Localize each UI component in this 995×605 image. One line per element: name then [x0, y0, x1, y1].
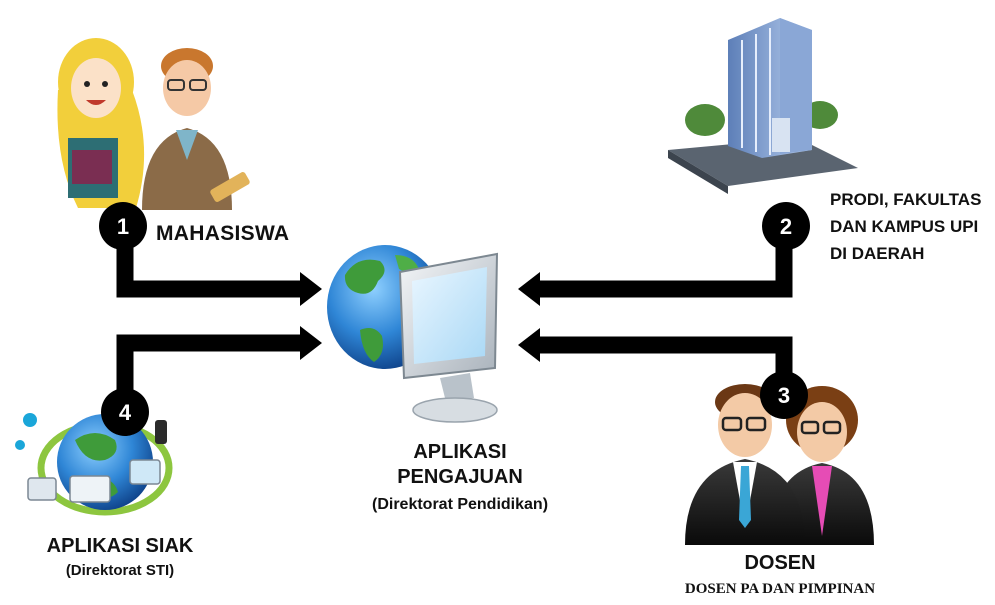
lecturers-icon: [685, 384, 874, 545]
arrow-prodi-to-center: [518, 242, 793, 306]
svg-text:3: 3: [778, 383, 790, 408]
label-dosen-main: DOSEN: [744, 552, 816, 574]
computer-globe-icon: [327, 245, 499, 423]
label-prodi-line2: DAN KAMPUS UPI: [830, 217, 979, 236]
label-prodi: PRODI, FAKULTAS DAN KAMPUS UPI DI DAERAH: [830, 186, 981, 267]
network-globe-icon: [15, 413, 173, 516]
label-prodi-line3: DI DAERAH: [830, 244, 925, 263]
label-siak-main: APLIKASI SIAK: [46, 535, 194, 557]
label-center-line2: PENGAJUAN: [397, 466, 523, 488]
label-center-sub: (Direktorat Pendidikan): [371, 496, 549, 513]
badge-1: 1: [99, 202, 147, 250]
label-dosen-sub: DOSEN PA DAN PIMPINAN: [684, 581, 876, 597]
arrow-dosen-to-center: [518, 328, 793, 380]
badge-2: 2: [762, 202, 810, 250]
badge-3: 3: [760, 371, 808, 419]
label-mahasiswa: MAHASISWA: [156, 222, 290, 245]
svg-text:1: 1: [117, 214, 129, 239]
building-icon: [668, 18, 858, 194]
label-center-line1: APLIKASI: [413, 441, 507, 463]
label-siak: APLIKASI SIAK (Direktorat STI): [10, 535, 230, 579]
students-icon: [57, 38, 250, 210]
arrow-mahasiswa-to-center: [116, 240, 322, 306]
badge-4: 4: [101, 388, 149, 436]
arrow-siak-to-center: [116, 326, 322, 402]
label-siak-sub: (Direktorat STI): [65, 562, 175, 579]
label-center: APLIKASI PENGAJUAN (Direktorat Pendidika…: [345, 440, 575, 517]
label-dosen: DOSEN DOSEN PA DAN PIMPINAN: [640, 552, 920, 598]
label-prodi-line1: PRODI, FAKULTAS: [830, 190, 982, 209]
svg-text:2: 2: [780, 214, 792, 239]
svg-text:4: 4: [119, 400, 132, 425]
